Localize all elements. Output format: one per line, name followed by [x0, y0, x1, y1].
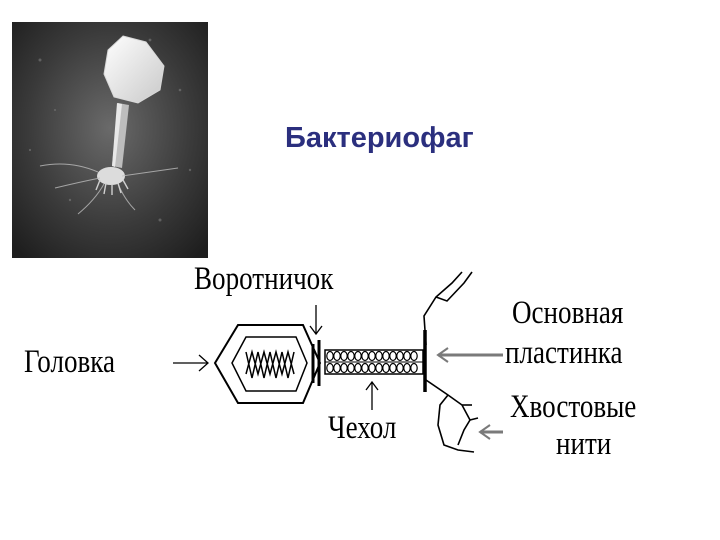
head-label: Головка — [24, 344, 116, 380]
nucleic-acid-zigzag — [245, 351, 295, 379]
sheath-label: Чехол — [328, 410, 397, 446]
slide-title: Бактериофаг — [285, 122, 474, 154]
tail-fibers-label-line1: Хвостовые — [510, 389, 637, 425]
base-plate-label-line2: пластинка — [505, 335, 623, 371]
sheath-shape — [324, 349, 424, 375]
collar-label: Воротничок — [194, 261, 334, 297]
base-plate-label-line1: Основная — [512, 295, 624, 331]
tail-fibers-label-line2: нити — [556, 426, 612, 462]
tail-fibers-shape — [423, 271, 479, 453]
